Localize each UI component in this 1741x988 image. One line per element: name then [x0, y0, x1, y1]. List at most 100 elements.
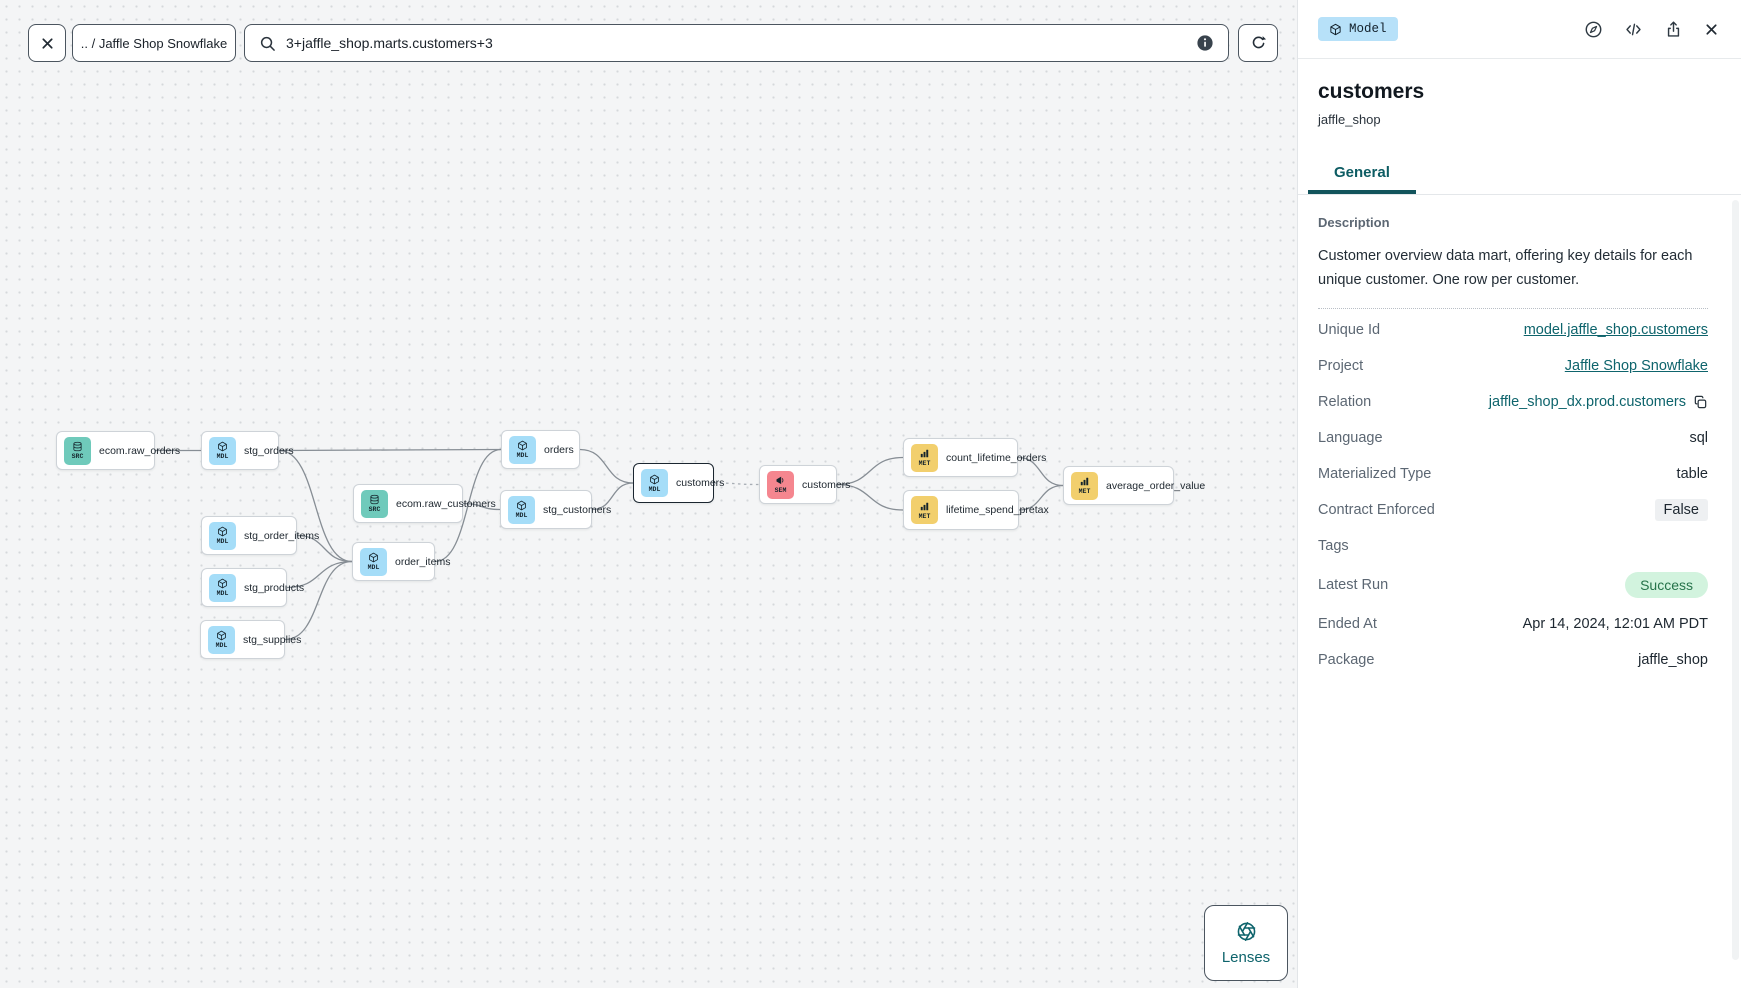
- explore-lineage-icon[interactable]: [1584, 20, 1603, 39]
- tab-general[interactable]: General: [1308, 154, 1416, 194]
- detail-value: Apr 14, 2024, 12:01 AM PDT: [1522, 616, 1708, 632]
- detail-row-label: Unique Id: [1318, 322, 1381, 338]
- copy-icon[interactable]: [1693, 395, 1708, 410]
- mdl-badge: MDL: [508, 495, 535, 524]
- met-badge: MET: [1071, 471, 1098, 500]
- edge-stg_products-to-order_items: [286, 560, 353, 589]
- node-label: ecom.raw_orders: [99, 444, 181, 457]
- edge-ecom_raw_customers-to-stg_customers: [462, 502, 501, 511]
- graph-node-stg_orders[interactable]: MDL stg_orders: [201, 431, 294, 470]
- mdl-badge: MDL: [641, 469, 668, 497]
- node-label: customers: [802, 478, 851, 491]
- mdl-badge: MDL: [208, 625, 235, 654]
- graph-node-order_items[interactable]: MDL order_items: [352, 542, 450, 581]
- node-label: count_lifetime_orders: [946, 451, 1047, 464]
- mdl-badge: MDL: [209, 436, 236, 465]
- tab-bar: General: [1298, 154, 1741, 195]
- divider: [1318, 308, 1708, 309]
- node-label: stg_orders: [244, 444, 294, 457]
- edge-count_lifetime_orders-to-average_order_value: [1017, 456, 1064, 487]
- detail-link[interactable]: model.jaffle_shop.customers: [1523, 322, 1708, 338]
- detail-row-label: Materialized Type: [1318, 466, 1432, 482]
- node-label: orders: [544, 443, 574, 456]
- src-badge: SRC: [361, 489, 388, 518]
- detail-row: Unique Id model.jaffle_shop.customers: [1318, 312, 1708, 348]
- detail-row: Project Jaffle Shop Snowflake: [1318, 348, 1708, 384]
- met-badge: MET: [911, 443, 938, 472]
- edge-customers_sem-to-count_lifetime_orders: [836, 456, 904, 486]
- node-label: average_order_value: [1106, 479, 1206, 492]
- detail-value: sql: [1689, 430, 1708, 446]
- graph-node-average_order_value[interactable]: MET average_order_value: [1063, 466, 1205, 505]
- graph-node-ecom_raw_customers[interactable]: SRC ecom.raw_customers: [353, 484, 496, 523]
- share-icon[interactable]: [1664, 20, 1683, 39]
- graph-node-count_lifetime_orders[interactable]: MET count_lifetime_orders: [903, 438, 1046, 477]
- node-label: lifetime_spend_pretax: [946, 504, 1049, 516]
- refresh-button[interactable]: [1238, 24, 1278, 62]
- edge-orders-to-customers: [579, 448, 634, 484]
- edge-stg_order_items-to-order_items: [296, 534, 353, 563]
- close-icon: [40, 36, 55, 51]
- node-label: stg_supplies: [243, 633, 302, 646]
- page-title: customers: [1318, 80, 1425, 103]
- detail-row-label: Language: [1318, 430, 1383, 446]
- edge-stg_supplies-to-order_items: [284, 560, 353, 641]
- aperture-icon: [1236, 921, 1257, 942]
- search-input[interactable]: [286, 35, 1186, 51]
- edge-stg_orders-to-order_items: [278, 449, 353, 563]
- graph-node-orders[interactable]: MDL orders: [501, 430, 580, 469]
- graph-node-lifetime_spend_pretax[interactable]: MET lifetime_spend_pretax: [903, 490, 1049, 530]
- node-label: ecom.raw_customers: [396, 497, 496, 510]
- detail-value: jaffle_shop: [1638, 652, 1708, 668]
- edge-stg_orders-to-orders: [278, 448, 502, 452]
- detail-link[interactable]: jaffle_shop_dx.prod.customers: [1488, 394, 1686, 410]
- edge-customers_sem-to-lifetime_spend_pretax: [836, 483, 904, 511]
- graph-node-ecom_raw_orders[interactable]: SRC ecom.raw_orders: [56, 431, 180, 470]
- panel-scrollbar[interactable]: [1732, 200, 1739, 960]
- detail-row-label: Ended At: [1318, 616, 1377, 632]
- node-label: order_items: [395, 555, 451, 568]
- mdl-badge: MDL: [209, 573, 236, 602]
- graph-node-stg_order_items[interactable]: MDL stg_order_items: [201, 516, 319, 555]
- mdl-badge: MDL: [209, 521, 236, 550]
- close-panel-icon[interactable]: [1704, 22, 1719, 37]
- detail-row: Package jaffle_shop: [1318, 642, 1708, 678]
- detail-row: Language sql: [1318, 420, 1708, 456]
- search-box: [244, 24, 1229, 62]
- node-label: stg_order_items: [244, 529, 320, 542]
- detail-value: False: [1654, 499, 1708, 521]
- detail-row-label: Package: [1318, 652, 1375, 668]
- graph-node-stg_supplies[interactable]: MDL stg_supplies: [200, 620, 301, 659]
- detail-row-label: Latest Run: [1318, 577, 1389, 593]
- detail-row-label: Relation: [1318, 394, 1372, 410]
- graph-node-stg_products[interactable]: MDL stg_products: [201, 568, 304, 607]
- node-label: stg_products: [244, 581, 305, 594]
- met-badge: MET: [911, 496, 938, 524]
- close-lineage-button[interactable]: [28, 24, 66, 62]
- lenses-button[interactable]: Lenses: [1204, 905, 1288, 981]
- resource-type-label: Model: [1349, 22, 1387, 36]
- detail-row: Relation jaffle_shop_dx.prod.customers: [1318, 384, 1708, 420]
- mdl-badge: MDL: [509, 435, 536, 464]
- detail-row-label: Tags: [1318, 538, 1349, 554]
- detail-row-label: Project: [1318, 358, 1364, 374]
- detail-link[interactable]: Jaffle Shop Snowflake: [1564, 358, 1708, 374]
- resource-type-badge: Model: [1318, 17, 1398, 41]
- detail-row: Latest Run Success: [1318, 564, 1708, 606]
- search-icon: [259, 35, 276, 52]
- mdl-badge: MDL: [360, 547, 387, 576]
- package-subtitle: jaffle_shop: [1318, 112, 1381, 127]
- info-icon[interactable]: [1196, 34, 1214, 52]
- description-label: Description: [1318, 215, 1390, 230]
- breadcrumb[interactable]: .. / Jaffle Shop Snowflake: [72, 24, 236, 62]
- view-code-icon[interactable]: [1624, 20, 1643, 39]
- src-badge: SRC: [64, 436, 91, 465]
- edge-stg_customers-to-customers: [591, 482, 634, 511]
- status-badge: Success: [1625, 572, 1708, 598]
